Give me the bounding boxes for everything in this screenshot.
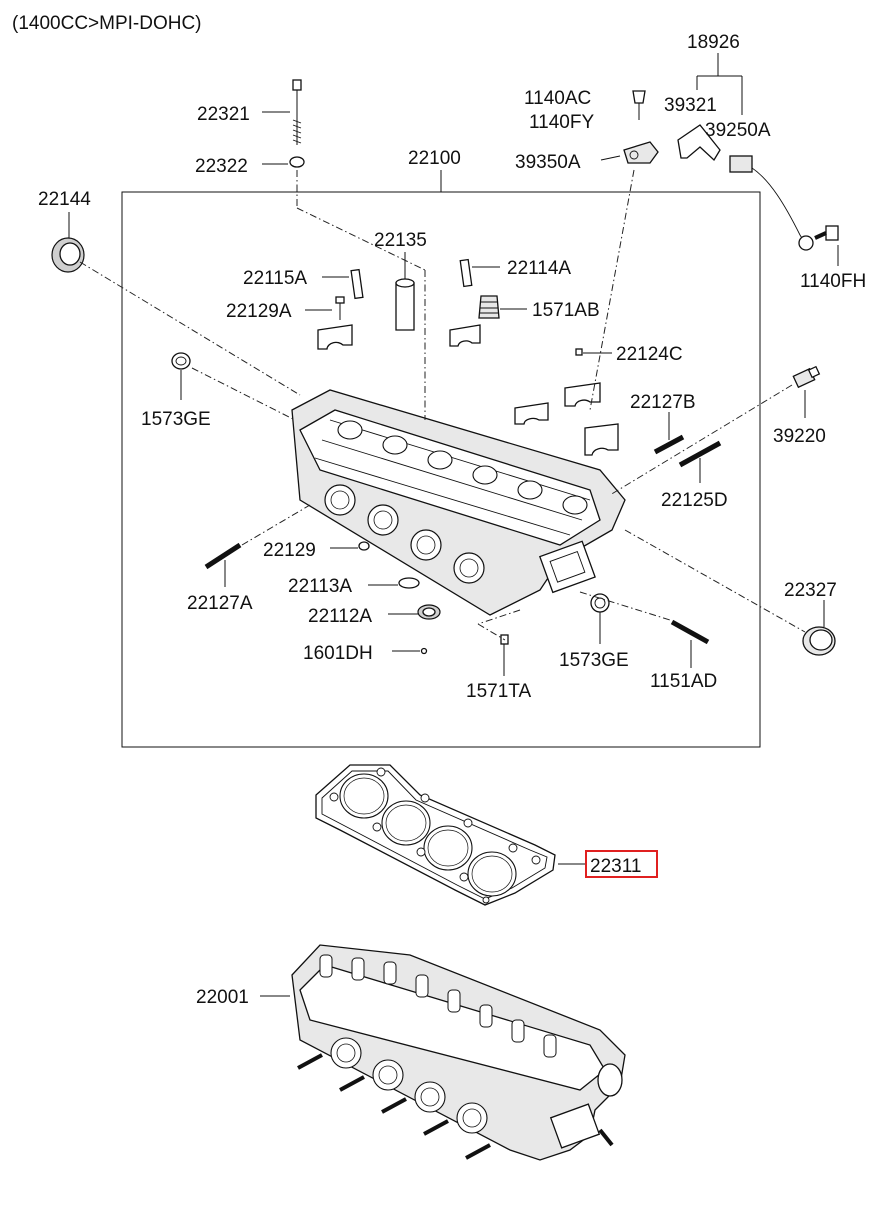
label-22135: 22135 — [374, 230, 427, 251]
diagram-title: (1400CC>MPI-DOHC) — [12, 13, 202, 34]
plug-22327 — [802, 626, 836, 656]
label-39220: 39220 — [773, 426, 826, 447]
label-1140FH: 1140FH — [800, 271, 866, 292]
sensor-39220 — [792, 365, 821, 389]
cylinder-head-22001 — [291, 944, 626, 1161]
assembly-lines — [79, 169, 806, 641]
camshaft-cap-2 — [449, 324, 481, 347]
label-22127A: 22127A — [187, 593, 253, 614]
label-22327: 22327 — [784, 580, 837, 601]
label-22311[interactable]: 22311 — [590, 856, 641, 877]
dowel-22114A — [459, 258, 473, 288]
dowel-22115A — [350, 268, 364, 300]
callout-labels: 18926 39321 39250A 1140AC 1140FY 39350A … — [38, 32, 866, 1008]
label-39350A: 39350A — [515, 152, 581, 173]
label-22124C: 22124C — [616, 344, 683, 365]
stud-1151AD — [670, 619, 710, 645]
oil-seal-22144 — [51, 237, 85, 273]
camshaft-cap-rear — [584, 423, 619, 456]
bolt-1140AC — [632, 90, 646, 120]
label-1140AC: 1140AC — [524, 88, 591, 109]
seal-22112A — [417, 604, 441, 620]
stud-22125D — [678, 440, 722, 468]
bolt-22321 — [292, 79, 302, 145]
highlight-box-22311 — [585, 850, 658, 878]
label-22112A: 22112A — [308, 606, 372, 627]
sensor-39350A — [623, 141, 659, 164]
bolt-1140FH — [814, 225, 839, 241]
washer-22322 — [289, 156, 305, 168]
label-22144: 22144 — [38, 189, 91, 210]
pin-1601DH — [420, 647, 428, 655]
label-1151AD: 1151AD — [650, 671, 717, 692]
label-22100: 22100 — [408, 148, 461, 169]
seal-1573GE-right — [590, 593, 610, 613]
head-gasket-22311 — [315, 764, 556, 906]
seal-1571AB — [478, 295, 500, 319]
label-22129A: 22129A — [226, 301, 292, 322]
label-1140FY: 1140FY — [529, 112, 594, 133]
label-22115A: 22115A — [243, 268, 307, 289]
bolt-22129 — [358, 541, 370, 551]
sensor-39250A — [729, 155, 814, 251]
valve-guide-22135 — [395, 278, 415, 331]
label-18926: 18926 — [687, 32, 740, 53]
camshaft-cap-3 — [514, 402, 549, 425]
label-22321: 22321 — [197, 104, 250, 125]
label-1573GE-left: 1573GE — [141, 409, 211, 430]
label-22113A: 22113A — [288, 576, 352, 597]
label-22125D: 22125D — [661, 490, 728, 511]
label-22114A: 22114A — [507, 258, 571, 279]
camshaft-cap-front — [317, 324, 353, 350]
bracket-39321 — [677, 124, 721, 162]
leader-lines — [68, 53, 839, 997]
gasket-22113A — [398, 577, 420, 589]
stud-22127B — [653, 434, 685, 455]
label-22127B: 22127B — [630, 392, 696, 413]
label-1573GE-right: 1573GE — [559, 650, 629, 671]
stud-22127A — [204, 542, 242, 570]
cylinder-head-assembly — [291, 389, 626, 616]
label-22322: 22322 — [195, 156, 248, 177]
camshaft-cap-4 — [564, 382, 601, 407]
bolt-22129A — [335, 296, 345, 320]
seal-1573GE-left — [171, 352, 191, 370]
label-39250A: 39250A — [705, 120, 771, 141]
plug-22124C — [575, 348, 583, 356]
label-22001: 22001 — [196, 987, 249, 1008]
label-39321: 39321 — [664, 95, 717, 116]
label-22129: 22129 — [263, 540, 316, 561]
label-1601DH: 1601DH — [303, 643, 373, 664]
label-1571TA: 1571TA — [466, 681, 531, 702]
label-1571AB: 1571AB — [532, 300, 600, 321]
